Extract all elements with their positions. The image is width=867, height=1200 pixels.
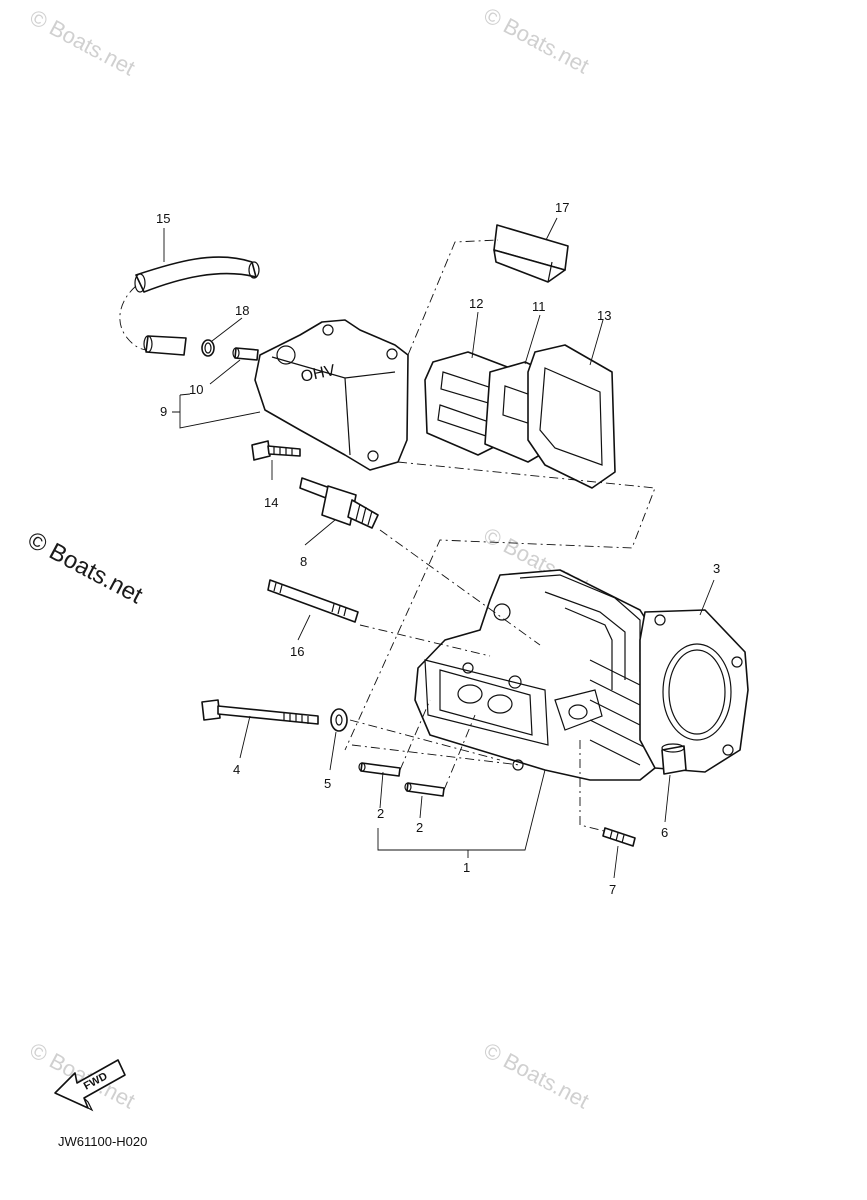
hose-joint	[143, 335, 187, 356]
hose-clamp	[201, 339, 215, 357]
cylinder-head-gasket	[639, 609, 749, 773]
breather-nipple	[232, 347, 259, 361]
label-9: 9	[160, 404, 167, 419]
breather-hose	[134, 256, 260, 293]
diagram-code: JW61100-H020	[58, 1134, 147, 1149]
cover-embossed-text: OHV	[299, 362, 337, 386]
washer	[330, 708, 348, 732]
label-2a: 2	[377, 806, 384, 821]
label-14: 14	[264, 495, 278, 510]
label-1: 1	[463, 860, 470, 875]
label-6: 6	[661, 825, 668, 840]
dowel-pin	[661, 743, 687, 775]
label-13: 13	[597, 308, 611, 323]
label-16: 16	[290, 644, 304, 659]
leader-lines	[163, 217, 715, 879]
stud-short	[602, 827, 636, 847]
side-watermark: © Boats.net	[23, 526, 147, 609]
watermark-top-left: © Boats.net	[26, 4, 140, 80]
label-3: 3	[713, 561, 720, 576]
watermark-bottom-right: © Boats.net	[480, 1037, 594, 1113]
cover-bolt	[251, 440, 301, 461]
label-18: 18	[235, 303, 249, 318]
head-bolt	[201, 699, 319, 725]
alignment-lines	[344, 239, 656, 833]
label-15: 15	[156, 211, 170, 226]
head-cover-gasket	[527, 344, 616, 489]
dowel-pin-b	[404, 782, 445, 797]
label-5: 5	[324, 776, 331, 791]
label-11: 11	[532, 299, 546, 314]
label-17: 17	[555, 200, 569, 215]
label-10: 10	[189, 382, 203, 397]
label-7: 7	[609, 882, 616, 897]
dowel-pin-a	[358, 762, 401, 777]
fwd-arrow-icon: FWD	[54, 1059, 126, 1112]
spark-plug	[299, 477, 379, 529]
breather-cover	[493, 224, 569, 283]
cylinder-head-cover: OHV	[254, 319, 409, 471]
stud-bolt-long	[267, 579, 359, 623]
watermark-top-right: © Boats.net	[480, 2, 594, 78]
cylinder-head-assembly	[414, 569, 666, 781]
hose-routing-line	[119, 285, 149, 351]
label-2b: 2	[416, 820, 423, 835]
label-12: 12	[469, 296, 483, 311]
label-4: 4	[233, 762, 240, 777]
label-8: 8	[300, 554, 307, 569]
